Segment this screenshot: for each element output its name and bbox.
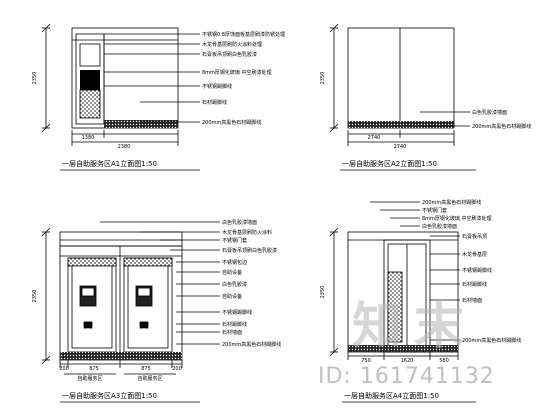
a3-dim-4: 200: [172, 366, 182, 372]
a1-dim-1: 1380: [82, 135, 95, 141]
a3-note-1: 白色乳胶漆墙面: [222, 219, 257, 226]
a1-note-6: 石材踢脚线: [202, 99, 227, 106]
a4-note-1: 200mm高黑色石材踢脚线: [422, 199, 481, 206]
a4-note-8: 石材踢脚线: [462, 281, 487, 288]
a2-note-2: 200mm高黑色石材踢脚线: [472, 123, 531, 130]
a3-note-3: 不锈钢门套: [222, 237, 247, 244]
a4-note-2: 不锈钢门套: [422, 207, 447, 214]
a4-dim-3: 580: [439, 358, 449, 364]
a3-height-dim: 2350: [32, 290, 38, 303]
a4-dim-1: 750: [361, 358, 371, 364]
a3-note-5: 不锈钢包边: [222, 259, 247, 266]
a4-note-4: 白色乳胶漆墙面: [422, 223, 457, 230]
a4-note-10: 200mm高黑色石材踢脚线: [462, 337, 521, 344]
a3-note-7: 白色乳胶漆: [222, 281, 247, 288]
watermark-id: ID: 161741132: [318, 364, 495, 389]
a1-note-5: 不锈钢踢脚线: [202, 83, 232, 90]
a1-title: 一层自助服务区A1立面图1:50: [60, 159, 200, 171]
a3-note-11: 石材墙面: [222, 329, 242, 336]
watermark-logo: 知末: [352, 297, 476, 355]
a2-title: 一层自助服务区A2立面图1:50: [340, 159, 476, 171]
elevation-a2-text: 2350 2740 2740 白色乳胶漆墙面 200mm高黑色石材踢脚线: [320, 72, 531, 150]
a2-title-text: 一层自助服务区A2立面图1:50: [342, 159, 437, 168]
a4-note-7: 不锈钢踢脚线: [462, 267, 492, 274]
a4-note-9: 石材墙面: [462, 297, 482, 304]
elevation-a3-text: 2350 200 875 875 200 白色乳胶漆墙面 木龙骨基层刷防火涂料 …: [32, 219, 281, 382]
a3-note-8: 自助设备: [222, 293, 242, 300]
a3-note-12: 200mm高黑色石材踢脚线: [222, 341, 281, 348]
a3-dim-3: 875: [141, 366, 151, 372]
a3-bottom-label-2: 自助服务区: [137, 375, 162, 382]
a4-note-3: 8mm厚钢化玻璃 中空刷漆处理: [422, 215, 492, 222]
a3-dim-1: 200: [59, 366, 69, 372]
a2-height-dim: 2350: [320, 72, 326, 85]
a1-title-text: 一层自助服务区A1立面图1:50: [62, 159, 157, 168]
a1-note-2: 木龙骨基层刷防火涂料处理: [202, 41, 262, 48]
a1-height-dim: 2350: [32, 72, 38, 85]
a3-note-4: 石膏板吊顶刷白色乳胶漆: [222, 247, 277, 254]
a1-note-1: 不锈钢0.8厚饰面板基层刷漆防锈处理: [202, 31, 285, 38]
a3-dim-2: 875: [89, 366, 99, 372]
a3-note-2: 木龙骨基层刷防火涂料: [222, 229, 272, 236]
elevation-a4-text: 2350 750 1620 580 200mm高黑色石材踢脚线 不锈钢门套 8m…: [320, 199, 521, 364]
elevation-a1-text: 2350 1380 2380 不锈钢0.8厚饰面板基层刷漆防锈处理 木龙骨基层刷…: [32, 31, 285, 150]
a1-note-4: 8mm厚钢化玻璃 中空刷漆处理: [202, 69, 272, 76]
a2-note-1: 白色乳胶漆墙面: [472, 109, 507, 116]
elevation-a1: [41, 23, 200, 146]
a1-note-7: 200mm高黑色石材踢脚线: [202, 119, 261, 126]
a1-note-3: 石膏板吊顶刷白色乳胶漆: [202, 51, 257, 58]
a4-dim-2: 1620: [401, 358, 414, 364]
a4-title-text: 一层自助服务区A4立面图1:50: [344, 391, 439, 400]
a4-note-5: 石膏板吊顶: [462, 233, 487, 240]
a4-note-6: 木龙骨基层: [462, 251, 487, 258]
a2-dim-2: 2740: [394, 144, 407, 150]
a4-title: 一层自助服务区A4立面图1:50: [342, 391, 476, 403]
a4-height-dim: 2350: [320, 286, 326, 299]
a3-bottom-label-1: 自助服务区: [77, 375, 102, 382]
elevation-a3: [41, 221, 220, 375]
a3-title-text: 一层自助服务区A3立面图1:50: [62, 391, 157, 400]
a1-dim-2: 2380: [118, 144, 131, 150]
a3-note-10: 石材踢脚线: [222, 321, 247, 328]
a2-dim-1: 2740: [368, 135, 381, 141]
a3-title: 一层自助服务区A3立面图1:50: [60, 391, 200, 403]
a3-note-6: 自助设备: [222, 269, 242, 276]
a3-note-9: 不锈钢踢脚线: [222, 309, 252, 316]
elevation-a2: [329, 23, 470, 146]
elevation-a4: [329, 201, 460, 360]
